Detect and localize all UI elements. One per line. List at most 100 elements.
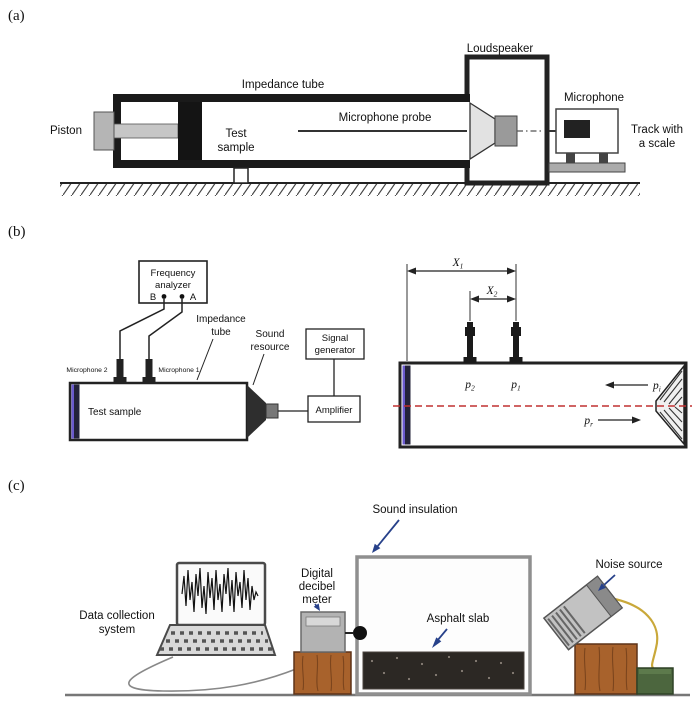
noise-source-label: Noise source (595, 559, 662, 571)
microphone-1-stem (145, 359, 153, 383)
microphone-2-collar (113, 377, 127, 383)
microphone-carriage (548, 108, 626, 173)
sound-resource-label-line2: resource (251, 342, 290, 353)
dimension-x2: X2 (470, 285, 516, 303)
horn-hatch-line (663, 409, 683, 432)
sound-resource-label-line1: Sound (256, 329, 285, 340)
horn-hatch-line (674, 396, 683, 406)
sound-source-cone (247, 385, 266, 438)
laptop (155, 561, 277, 656)
speaker-back (585, 575, 623, 618)
track-label-line2: a scale (639, 138, 675, 150)
sound-source-driver (265, 403, 279, 419)
probe-microphone-1 (509, 322, 523, 363)
frequency-analyzer-label-line1: Frequency (151, 268, 196, 279)
panel-b: (b) Frequency analyzer B A Microphone 2 … (8, 224, 692, 449)
power-device (636, 667, 674, 695)
decibel-meter-arrowhead (313, 603, 320, 611)
impedance-tube-label-b-line2: tube (211, 327, 231, 338)
decibel-meter-station (293, 611, 367, 695)
piston-handle (93, 111, 115, 151)
sound-insulation-arrowhead (372, 543, 381, 553)
waveform-trace (181, 567, 259, 615)
signal-generator-box (305, 328, 365, 360)
asphalt-slab-label: Asphalt slab (427, 613, 490, 625)
mic1-collar (509, 357, 523, 363)
wood-grain-meter (301, 654, 345, 692)
x1-label: X1 (452, 257, 464, 271)
horn-hatch-line (674, 406, 683, 414)
data-collection-label-line2: system (99, 624, 135, 636)
loudspeaker-box (464, 54, 550, 186)
microphone-probe-label: Microphone probe (339, 112, 432, 124)
mic1-head (511, 327, 521, 336)
sound-insulation-arrow-line (376, 519, 400, 548)
sound-insulation-label: Sound insulation (372, 504, 457, 516)
pr-arrowhead (632, 416, 641, 424)
microphone-unit (564, 120, 590, 138)
test-sample-label-a-line2: sample (217, 142, 254, 154)
channel-b-port (161, 294, 167, 299)
ground-hatch-a (60, 184, 640, 196)
microphone-1-collar (142, 377, 156, 383)
signal-generator-label-line1: Signal (322, 333, 348, 344)
horn-hatch-line (659, 370, 683, 401)
reflected-wave: pr (583, 415, 641, 429)
meter-mic-ball (353, 626, 367, 640)
impedance-tube-leader (196, 338, 214, 381)
probe-microphone-2 (463, 322, 477, 363)
horn-hatch-line (659, 411, 683, 440)
speaker-magnet-a (494, 115, 518, 147)
x2-arrowhead-left (470, 295, 479, 303)
meter-display (305, 616, 341, 627)
frequency-analyzer-label-line2: analyzer (155, 280, 191, 291)
speaker-grille (547, 605, 586, 647)
noise-source-station (542, 575, 638, 695)
panel-b-letter: (b) (8, 224, 26, 240)
mic2-tip (467, 322, 473, 327)
noise-source-arrow-line (603, 574, 616, 586)
signal-generator-label-line2: generator (315, 345, 356, 356)
noise-source-arrowhead (598, 583, 606, 591)
decibel-meter-label-line1: Digital (301, 568, 333, 580)
piston-rod (113, 123, 179, 139)
keyboard-keys (160, 631, 272, 651)
p1-label: p1 (510, 379, 521, 393)
horn-hatch-line (668, 407, 683, 423)
frequency-analyzer-box (138, 260, 208, 304)
asphalt-slab-body (362, 651, 525, 690)
data-collection-label-line1: Data collection (79, 610, 154, 622)
track-label-line1: Track with (631, 124, 683, 136)
data-cable (128, 656, 297, 692)
microphone-label-a: Microphone (564, 92, 624, 104)
impedance-tube-b-left (68, 381, 249, 442)
test-sample-edge-left (71, 384, 74, 439)
x2-arrowhead-right (507, 295, 516, 303)
wire-channel-a (148, 299, 183, 359)
track-rail (548, 162, 626, 173)
impedance-tube-label-a: Impedance tube (242, 79, 324, 91)
test-sample-label-b: Test sample (88, 407, 142, 418)
mic2-collar (463, 357, 477, 363)
speaker-horn-right (655, 363, 685, 447)
impedance-tube-b-right (398, 361, 688, 449)
pi-label: pi (652, 380, 661, 394)
test-sample-label-a-line1: Test (225, 128, 247, 140)
wire-channel-b (119, 299, 165, 359)
impedance-tube-label-b-line1: Impedance (196, 314, 246, 325)
speaker-cable (603, 595, 659, 670)
amplifier-label: Amplifier (316, 405, 353, 416)
incident-wave: pi (605, 380, 661, 394)
panel-b-right: X1 X2 p2 p1 pi pr (393, 257, 692, 449)
mic2-stem (467, 336, 473, 358)
microphone-2-label: Microphone 2 (66, 367, 107, 374)
horn-hatch-line (668, 387, 683, 405)
x1-arrowhead-left (407, 267, 416, 275)
channel-b-label: B (150, 292, 156, 303)
power-device-top (639, 669, 671, 674)
panel-c: (c) Sound insulation Asphalt slab (8, 478, 690, 697)
mic1-tip (513, 322, 519, 327)
loudspeaker-label: Loudspeaker (467, 43, 534, 55)
